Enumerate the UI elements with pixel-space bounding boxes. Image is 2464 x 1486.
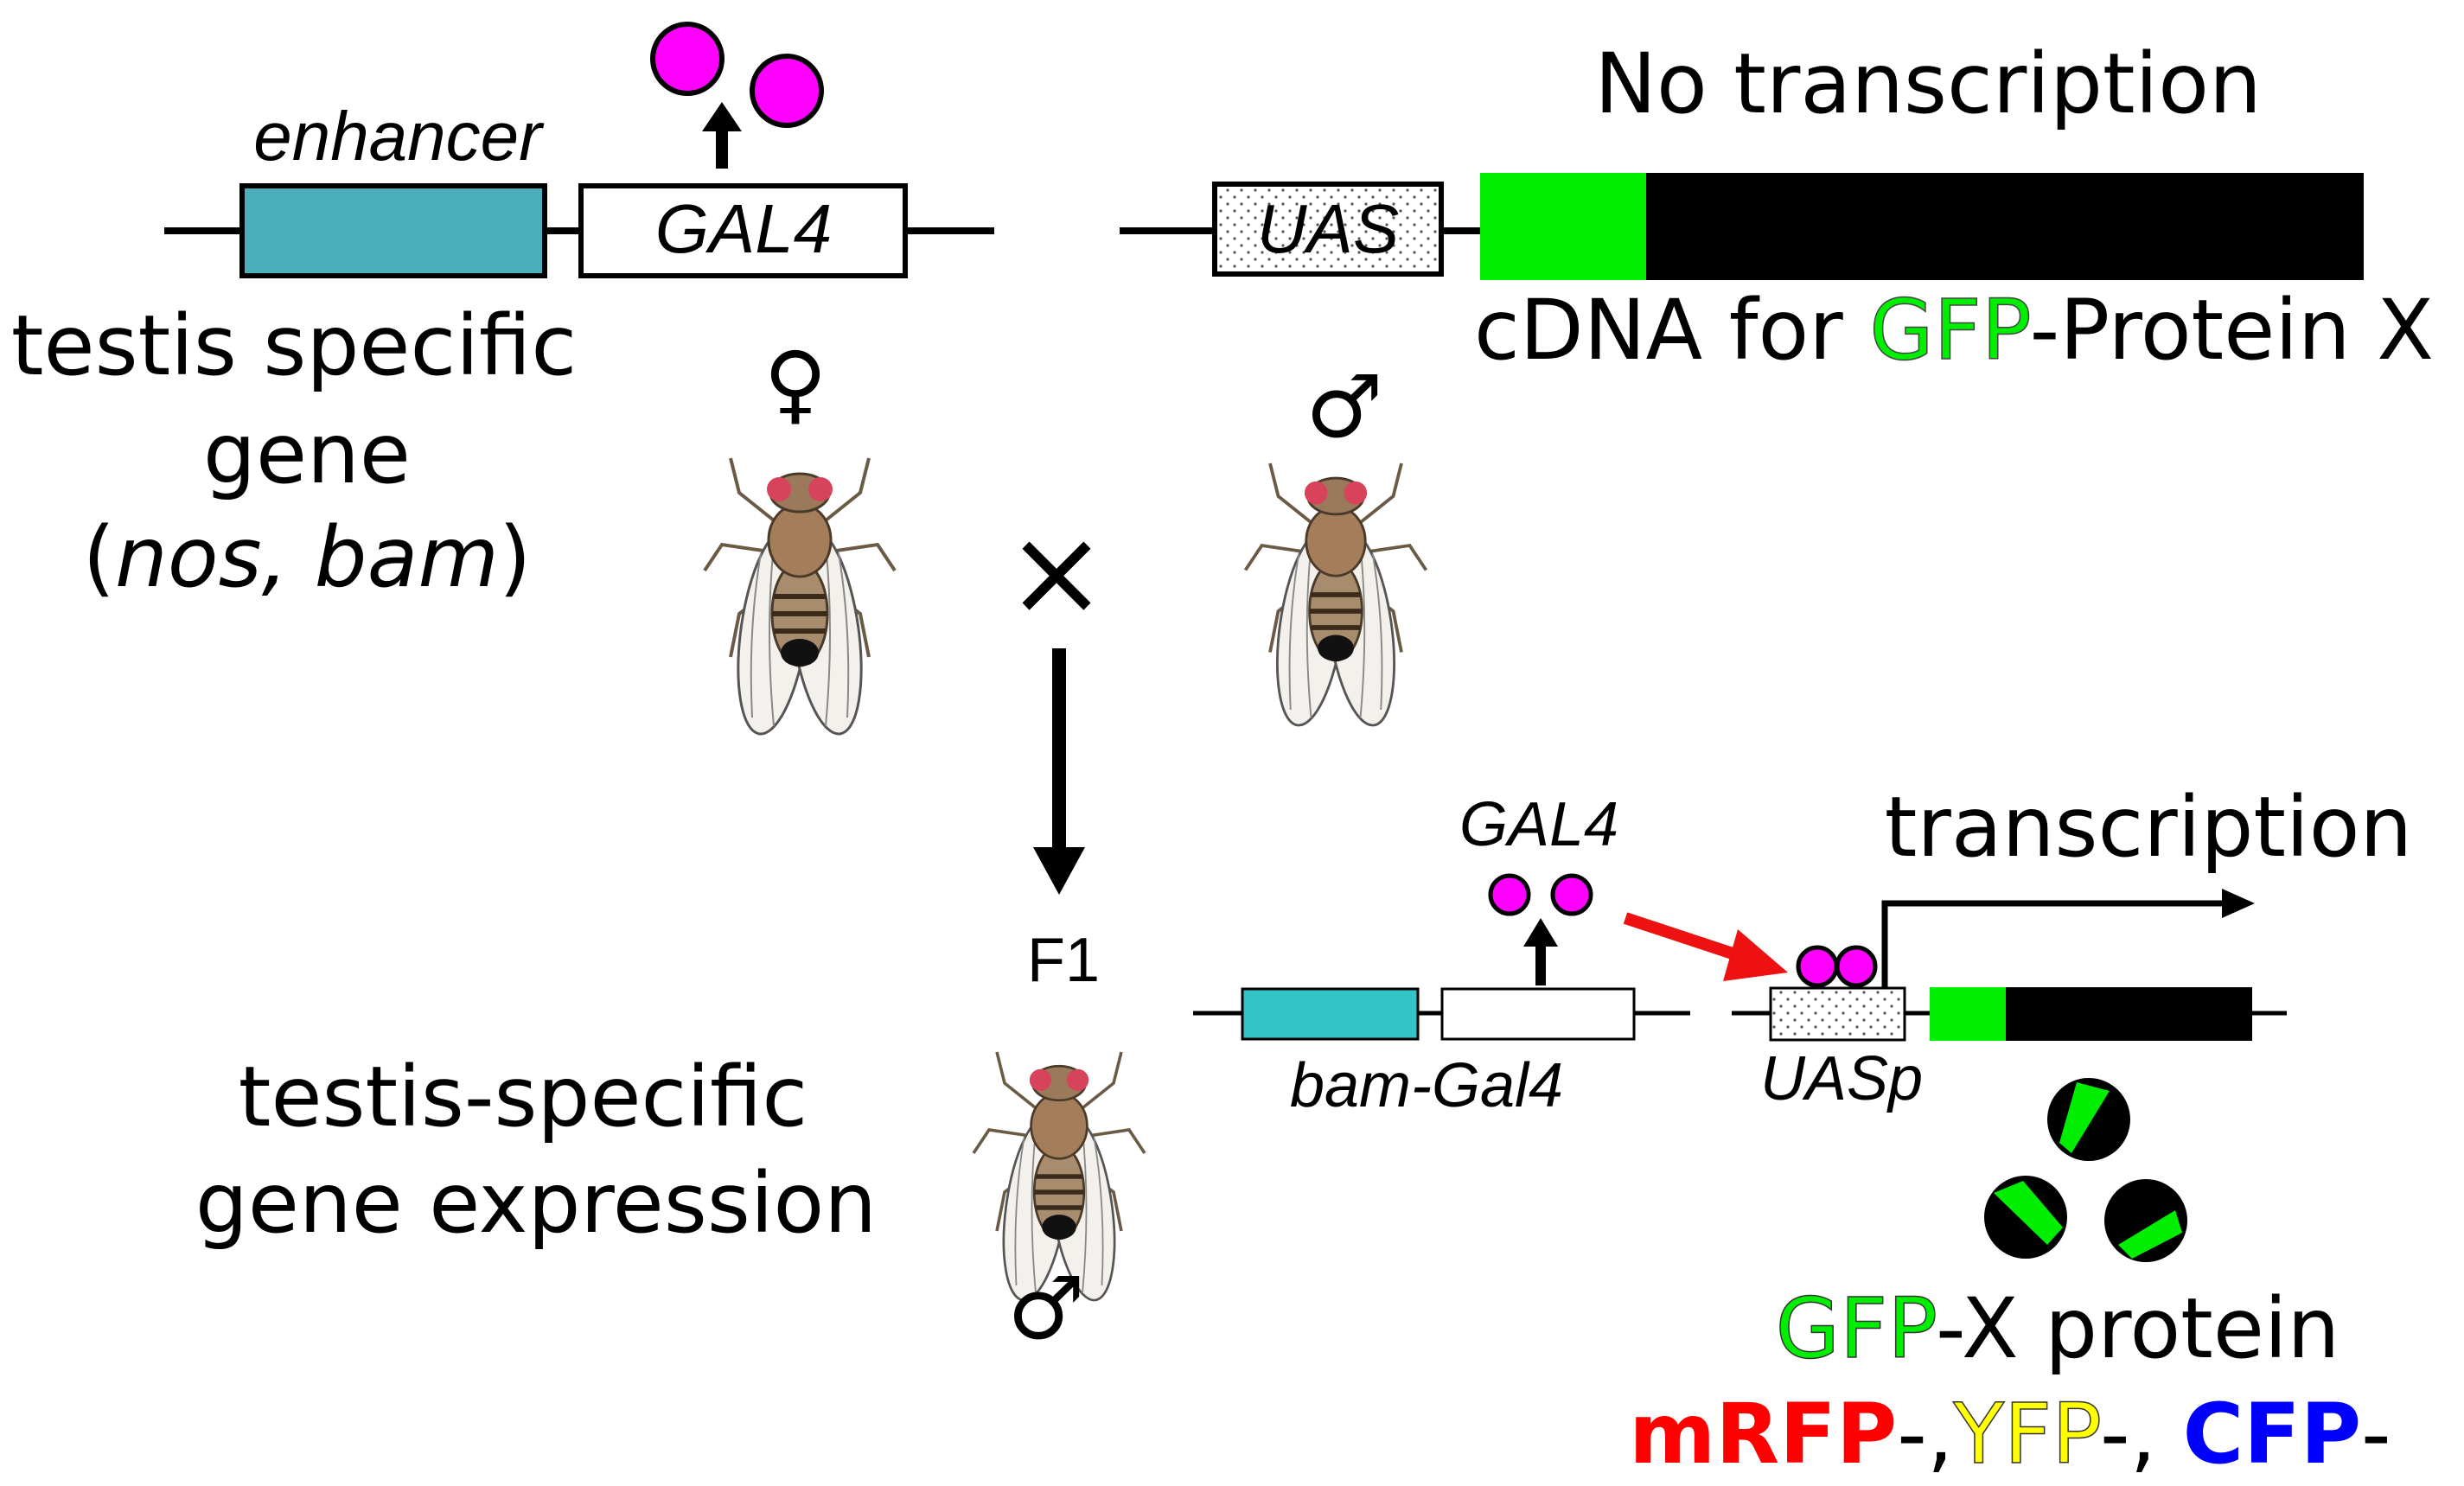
gal4-bound-dot [1796,945,1839,988]
transcription-arrow [1881,900,2226,987]
gal4-protein-dot [1550,873,1593,916]
x-protein-suffix: -X protein [1936,1280,2340,1377]
transcription-label: transcription [1885,779,2413,876]
expression-line-1: testis-specific [239,1049,808,1145]
male-fly-image [1246,463,1427,730]
paren-open: ( [83,509,115,606]
separator: -, [2100,1386,2183,1483]
paren-close: ) [499,509,531,606]
f1-label: F1 [1027,926,1100,995]
gene-line-1: testis specific [11,297,577,394]
gene-description: testis specific gene (nos, bam) [11,297,577,606]
gfp-segment-small [1930,987,2006,1041]
gene-names: nos, bam [115,509,499,606]
gfp-cdna-segment [1480,173,1646,280]
cfp-word: CFP [2183,1386,2361,1483]
expression-description: testis-specific gene expression [195,1049,877,1252]
gfp-x-protein-molecule [2047,1078,2130,1161]
female-fly-image [705,458,895,738]
cross-down-arrow-head [1033,847,1085,895]
gal4-protein-dot [650,22,725,96]
cdna-suffix: -Protein X [2030,282,2434,379]
mrfp-word: mRFP [1629,1386,1897,1483]
no-transcription-label: No transcription [1594,35,2262,132]
transcription-arrow-head [2222,889,2255,918]
gal4-label-small: GAL4 [1459,790,1618,859]
uasp-label: UASp [1760,1044,1923,1113]
gal4-protein-dot [1488,873,1531,916]
cdna-label: cDNA for GFP-Protein X [1474,282,2434,379]
f1-male-symbol: ♂ [1007,1258,1085,1359]
cross-symbol: × [1005,502,1107,643]
gene-line-2: gene [203,405,411,502]
bam-gal4-construct: bam-Gal4 GAL4 [1193,790,1788,1120]
gfp-x-protein-molecule [2104,1179,2187,1262]
cdna-prefix: cDNA for [1474,282,1869,379]
gfp-x-proteins [1984,1078,2187,1262]
fluorescent-variants-label: mRFP-,YFP-, CFP- [1629,1386,2391,1483]
gfp-x-protein-molecule [1984,1176,2067,1259]
separator: -, [1897,1386,1953,1483]
expression-arrow-small-head [1523,918,1558,947]
separator: - [2361,1386,2391,1483]
bam-gal4-label: bam-Gal4 [1290,1051,1563,1120]
binding-arrow-head [1723,929,1788,981]
uasp-box [1769,986,1906,1042]
uasp-construct: UASp transcription [1732,779,2412,1113]
gal4-gene-label: GAL4 [655,190,833,267]
gene-line-3: (nos, bam) [83,509,532,606]
gfp-word: GFP [1776,1280,1936,1377]
cdna-segment-small [2006,987,2252,1041]
gal4-gene-box [578,183,908,278]
gal4-bound-dot [1835,945,1878,988]
expression-arrow-head [702,102,742,131]
gal4-protein-dot [750,54,824,128]
protein-x-cdna-segment [1646,173,2364,280]
cdna-gfp-word: GFP [1869,282,2029,379]
bam-enhancer-box [1241,987,1420,1041]
enhancer-label: enhancer [253,98,545,175]
expression-line-2: gene expression [195,1155,877,1252]
male-symbol: ♂ [1305,356,1383,457]
uas-construct: No transcription UAS cDNA for GFP-Protei… [1120,35,2434,379]
gal4-box-small [1440,987,1636,1041]
cross-section: ♀ ♂ × F1 ♂ [705,333,1427,1359]
yfp-word: YFP [1952,1386,2100,1483]
female-symbol: ♀ [763,333,827,434]
gfp-x-protein-label: GFP-X protein [1776,1280,2340,1377]
uas-box [1212,182,1444,277]
uas-label: UAS [1257,190,1400,267]
enhancer-gal4-construct: GAL4 enhancer [164,22,994,278]
enhancer-box [239,183,547,278]
